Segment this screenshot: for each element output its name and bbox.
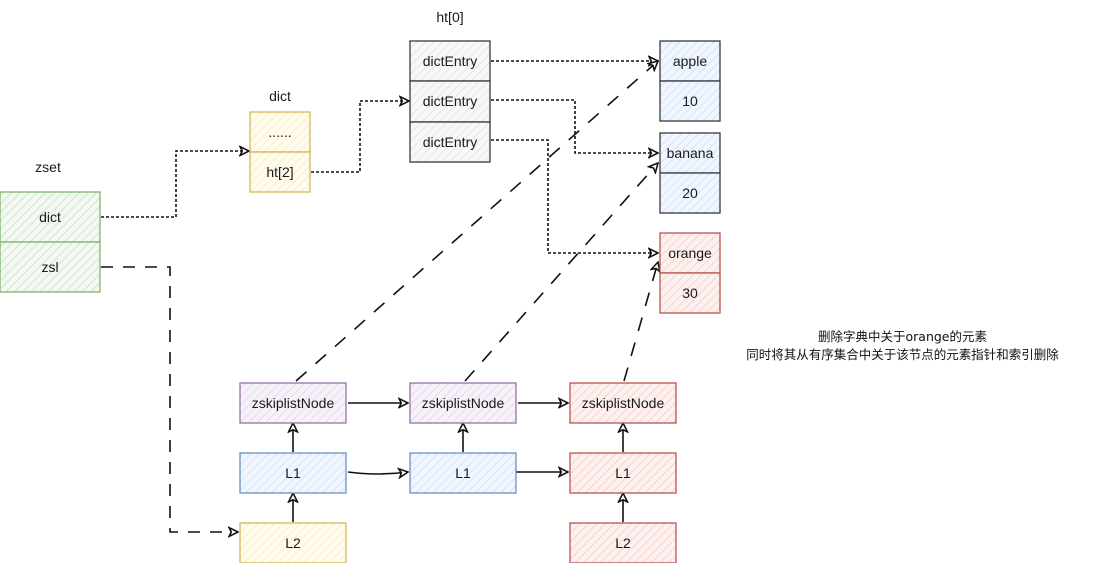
zset-field-zsl-label: zsl xyxy=(41,259,58,275)
zset-field-zsl[interactable] xyxy=(0,241,101,293)
skiplist-level1-1-label: L1 xyxy=(285,465,301,481)
skiplist-node-2[interactable]: zskiplistNode xyxy=(409,382,517,424)
ht0-table[interactable]: dictEntry dictEntry dictEntry xyxy=(409,40,491,163)
skiplist-node-1-label: zskiplistNode xyxy=(252,395,335,411)
zset-field-dict[interactable] xyxy=(0,191,101,243)
dict-title: dict xyxy=(269,88,291,104)
edge-node3-to-orange xyxy=(623,262,658,382)
entry-banana[interactable]: banana 20 xyxy=(659,132,721,214)
entry-orange-value: 30 xyxy=(682,285,698,301)
entry-banana-value-cell[interactable] xyxy=(659,172,721,214)
skiplist-level1-2-box[interactable] xyxy=(409,452,517,494)
edge-zset-dict-to-dict xyxy=(101,151,249,218)
ht0-dictentry-3[interactable] xyxy=(409,121,491,163)
dict-field-ht2-label: ht[2] xyxy=(266,164,293,180)
ht0-dictentry-1-label: dictEntry xyxy=(423,53,477,69)
annotation-line-2: 同时将其从有序集合中关于该节点的元素指针和索引删除 xyxy=(746,347,1059,362)
skiplist-level2-2-box[interactable] xyxy=(569,522,677,563)
skiplist-node-3-box[interactable] xyxy=(569,382,677,424)
ht0-dictentry-2[interactable] xyxy=(409,80,491,123)
entry-banana-key: banana xyxy=(667,145,714,161)
skiplist-level1-2[interactable]: L1 xyxy=(409,452,517,494)
skiplist-level1-3-box[interactable] xyxy=(569,452,677,494)
skiplist-level2-1-box[interactable] xyxy=(239,522,347,563)
skiplist-level1-1[interactable]: L1 xyxy=(239,452,347,494)
entry-apple-value: 10 xyxy=(682,93,698,109)
dict-field-ht2[interactable] xyxy=(249,151,311,193)
dict-field-ellipsis-label: ...... xyxy=(268,124,291,140)
skiplist-level2-1-label: L2 xyxy=(285,535,301,551)
entry-apple-key-cell[interactable] xyxy=(659,40,721,82)
entry-apple-key: apple xyxy=(673,53,707,69)
edge-node2-to-banana xyxy=(464,163,658,382)
zset-field-dict-label: dict xyxy=(39,209,61,225)
entry-orange-key-cell[interactable] xyxy=(659,232,721,274)
dict-struct[interactable]: ...... ht[2] xyxy=(249,111,311,193)
entry-apple[interactable]: apple 10 xyxy=(659,40,721,122)
skiplist-node-1-box[interactable] xyxy=(239,382,347,424)
annotation-line-1: 删除字典中关于orange的元素 xyxy=(818,329,987,344)
skiplist-level2-2-label: L2 xyxy=(615,535,631,551)
skiplist-level2-1[interactable]: L2 xyxy=(239,522,347,563)
entry-banana-value: 20 xyxy=(682,185,698,201)
skiplist-level1-3-label: L1 xyxy=(615,465,631,481)
edge-dictentry3-to-orange xyxy=(491,139,658,253)
skiplist-node-3-label: zskiplistNode xyxy=(582,395,665,411)
skiplist-node-2-box[interactable] xyxy=(409,382,517,424)
ht0-title: ht[0] xyxy=(436,9,463,25)
skiplist-node-2-label: zskiplistNode xyxy=(422,395,505,411)
edge-dict-ht2-to-ht0 xyxy=(311,101,409,173)
skiplist-level1-2-label: L1 xyxy=(455,465,471,481)
skiplist-level2-2[interactable]: L2 xyxy=(569,522,677,563)
connectors xyxy=(101,61,658,532)
ht0-dictentry-1[interactable] xyxy=(409,40,491,82)
entry-apple-value-cell[interactable] xyxy=(659,80,721,122)
skiplist-node-1[interactable]: zskiplistNode xyxy=(239,382,347,424)
edge-node1-to-apple xyxy=(295,61,658,382)
ht0-dictentry-3-label: dictEntry xyxy=(423,134,477,150)
skiplist-node-3[interactable]: zskiplistNode xyxy=(569,382,677,424)
zset-struct[interactable]: dict zsl xyxy=(0,191,101,293)
annotation-note: 删除字典中关于orange的元素 同时将其从有序集合中关于该节点的元素指针和索引… xyxy=(700,328,1105,364)
edge-l1a-to-l1b xyxy=(347,472,408,474)
ht0-dictentry-2-label: dictEntry xyxy=(423,93,477,109)
skiplist-level1-3[interactable]: L1 xyxy=(569,452,677,494)
dict-field-ellipsis[interactable] xyxy=(249,111,311,153)
entry-orange-value-cell[interactable] xyxy=(659,272,721,314)
entry-orange-key: orange xyxy=(668,245,712,261)
entry-orange[interactable]: orange 30 xyxy=(659,232,721,314)
skiplist-level1-1-box[interactable] xyxy=(239,452,347,494)
entry-banana-key-cell[interactable] xyxy=(659,132,721,174)
edge-dictentry2-to-banana xyxy=(491,99,658,153)
zset-title: zset xyxy=(35,159,61,175)
edge-zsl-to-l2 xyxy=(101,266,238,532)
